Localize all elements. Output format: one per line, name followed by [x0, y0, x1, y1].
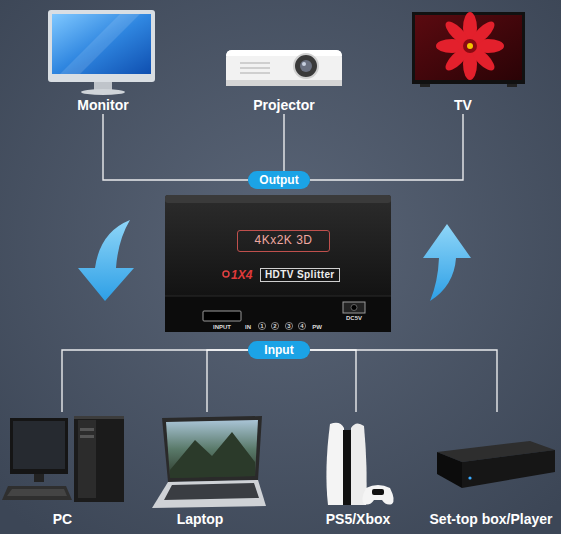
tv-illustration	[412, 12, 525, 87]
up-arrow	[423, 224, 471, 301]
connector-line	[62, 350, 248, 412]
splitter-body	[165, 195, 391, 332]
projector-illustration	[226, 50, 342, 86]
port-label: PW	[312, 324, 322, 331]
pill-label: Output	[259, 173, 298, 187]
device-label: Monitor	[77, 97, 128, 114]
down-arrow	[78, 220, 134, 301]
device-label: Projector	[253, 97, 314, 114]
port-pill: Output	[248, 171, 310, 189]
product-name: HDTV Splitter	[260, 268, 340, 282]
pill-label: Input	[264, 343, 293, 357]
source-device: PS5/Xbox	[308, 412, 408, 528]
display-device: TV	[403, 8, 523, 114]
settop-illustration	[437, 441, 555, 488]
device-label: PS5/Xbox	[326, 511, 391, 528]
connector-line	[207, 350, 248, 412]
source-device: PC	[5, 412, 120, 528]
device-label: Laptop	[177, 511, 224, 528]
port-label: IN	[245, 324, 251, 331]
device-label: Set-top box/Player	[430, 511, 553, 528]
port-label: 4	[300, 323, 303, 330]
display-device: Monitor	[43, 8, 163, 114]
connector-line	[310, 350, 356, 412]
device-label: TV	[454, 97, 472, 114]
connector-line	[283, 114, 284, 171]
port-pill: Input	[248, 341, 310, 359]
connector-line	[310, 114, 463, 180]
port-label: DC5V	[346, 315, 362, 322]
port-label: 3	[287, 323, 290, 330]
port-count: 1X4	[231, 268, 252, 282]
port-label: 1	[260, 323, 263, 330]
display-device: Projector	[224, 30, 344, 114]
laptop-illustration	[152, 416, 266, 508]
port-label: INPUT	[213, 324, 231, 331]
source-device: Laptop	[140, 412, 260, 528]
source-device: Set-top box/Player	[425, 412, 557, 528]
pc-illustration	[2, 416, 124, 502]
port-label: 2	[273, 323, 276, 330]
resolution-badge: 4Kx2K 3D	[237, 230, 330, 252]
connector-line	[103, 114, 248, 180]
console-illustration	[326, 423, 393, 505]
monitor-illustration	[48, 10, 155, 95]
splitter-box: 4Kx2K 3D 1X4 HDTV Splitter	[165, 195, 391, 332]
device-label: PC	[53, 511, 72, 528]
connector-line	[310, 350, 497, 412]
